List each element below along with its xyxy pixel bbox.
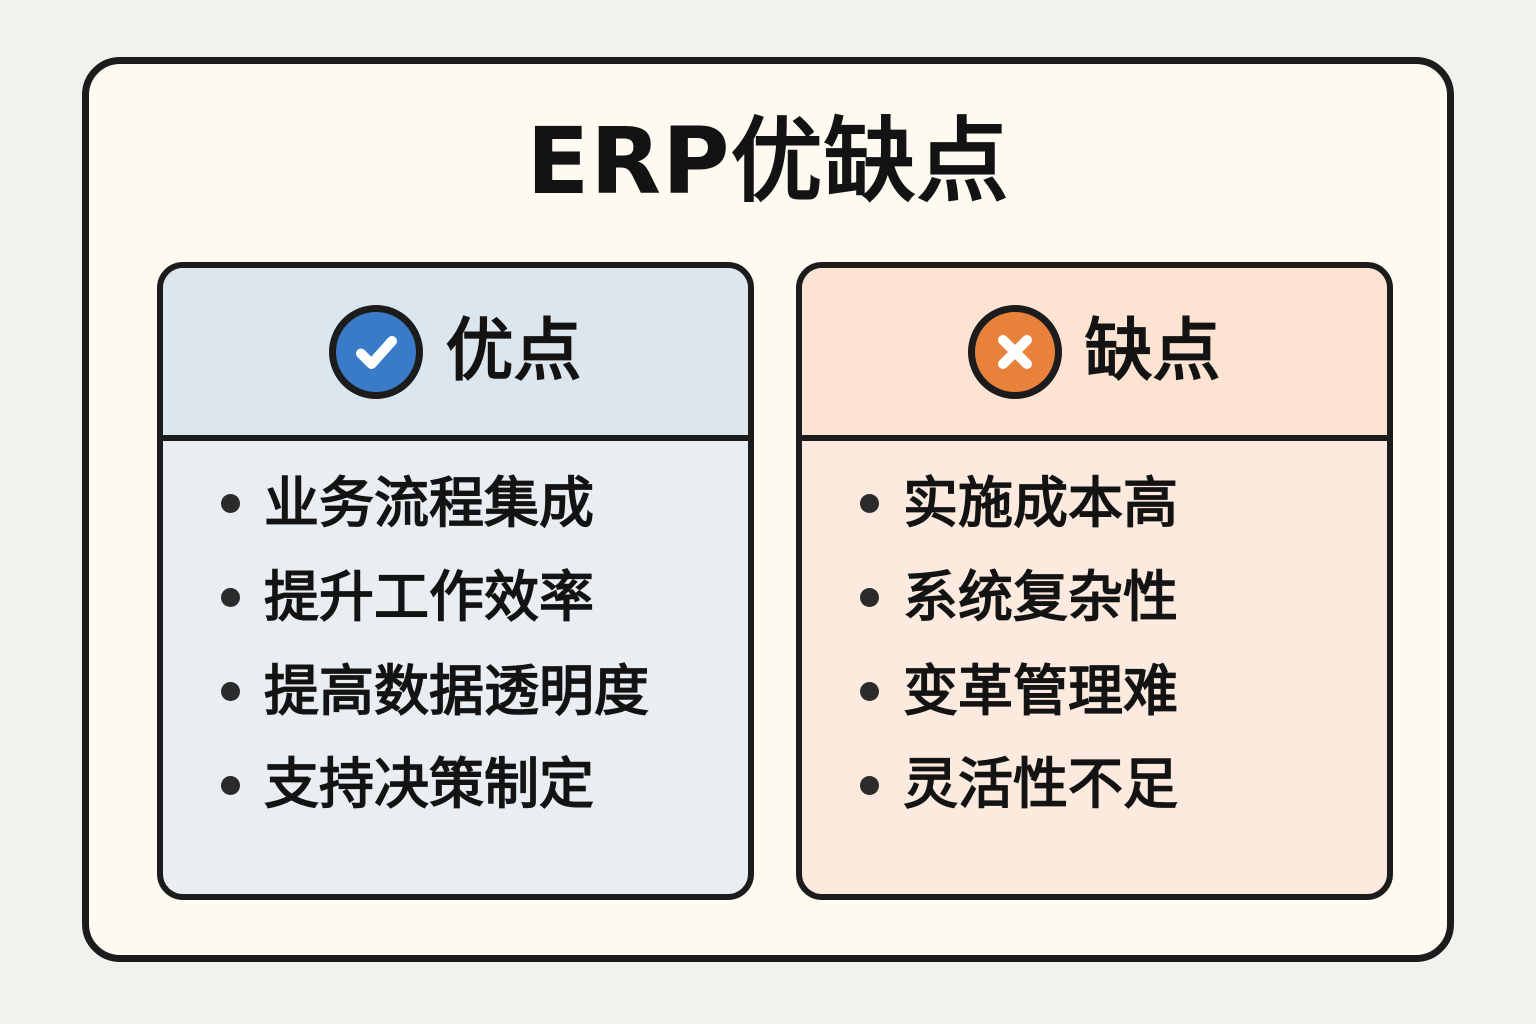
check-circle-icon (329, 304, 424, 399)
bullet-icon (860, 588, 879, 608)
pros-list: 业务流程集成 提升工作效率 提高数据透明度 支持决策制定 (221, 471, 728, 817)
panel-cons-body: 实施成本高 系统复杂性 变革管理难 灵活性不足 (802, 441, 1387, 894)
list-item-label: 系统复杂性 (903, 564, 1179, 629)
x-circle-icon (968, 304, 1063, 399)
list-item-label: 实施成本高 (903, 471, 1179, 535)
list-item-label: 提升工作效率 (264, 564, 595, 629)
list-item: 变革管理难 (860, 658, 1367, 723)
bullet-icon (860, 775, 879, 795)
panel-pros-header: 优点 (163, 268, 748, 441)
list-item: 业务流程集成 (221, 471, 728, 535)
panel-cons-title: 缺点 (1084, 311, 1221, 391)
panel-cons-header: 缺点 (802, 268, 1387, 441)
list-item: 系统复杂性 (860, 564, 1367, 629)
list-item: 灵活性不足 (860, 752, 1367, 817)
panel-cons: 缺点 实施成本高 系统复杂性 变革管理 (796, 262, 1393, 900)
list-item: 提升工作效率 (221, 564, 728, 629)
bullet-icon (221, 494, 240, 514)
panel-pros-title: 优点 (445, 311, 582, 391)
list-item: 提高数据透明度 (221, 658, 728, 723)
list-item-label: 灵活性不足 (903, 752, 1179, 817)
list-item-label: 支持决策制定 (264, 752, 595, 817)
bullet-icon (221, 681, 240, 701)
bullet-icon (860, 681, 879, 701)
list-item-label: 业务流程集成 (264, 471, 595, 535)
list-item-label: 变革管理难 (903, 658, 1179, 723)
panel-pros: 优点 业务流程集成 提升工作效率 提高 (157, 262, 754, 900)
page-title: ERP优缺点 (526, 108, 1010, 215)
bullet-icon (221, 775, 240, 795)
outer-card: ERP优缺点 优点 业务流程集成 (82, 57, 1454, 962)
panel-pros-body: 业务流程集成 提升工作效率 提高数据透明度 支持决策制定 (163, 441, 748, 894)
list-item: 实施成本高 (860, 471, 1367, 535)
panels-row: 优点 业务流程集成 提升工作效率 提高 (157, 262, 1393, 900)
cons-list: 实施成本高 系统复杂性 变革管理难 灵活性不足 (860, 471, 1367, 817)
bullet-icon (860, 494, 879, 514)
list-item-label: 提高数据透明度 (264, 658, 650, 723)
list-item: 支持决策制定 (221, 752, 728, 817)
bullet-icon (221, 588, 240, 608)
